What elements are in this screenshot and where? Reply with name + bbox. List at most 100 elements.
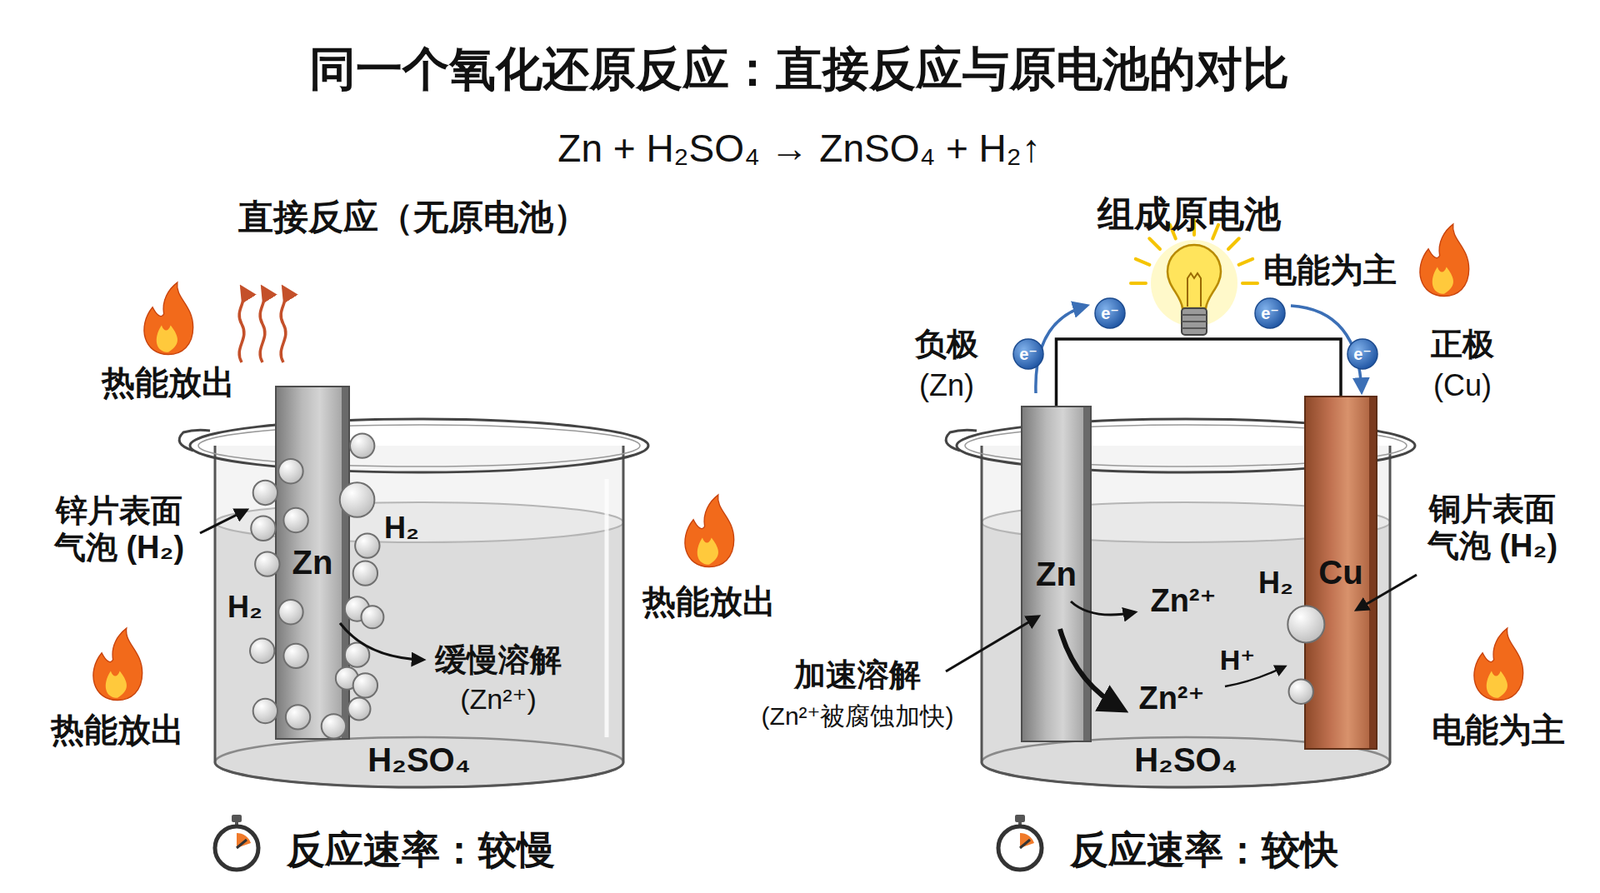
panel-heading: 直接反应（无原电池） (238, 197, 589, 238)
callout-label: 锌片表面 气泡 (H₂) (42, 493, 197, 566)
electrode-label: 正极 (1430, 326, 1495, 364)
electrode-label: (Zn) (919, 368, 975, 403)
heat-arrow (280, 287, 286, 363)
zinc-plate: Zn (1020, 405, 1092, 743)
circuit-wire (1056, 339, 1342, 406)
dissolve-arrow (340, 623, 424, 660)
flame-outer (1474, 628, 1524, 700)
ion-label: Zn²⁺ (1138, 680, 1205, 718)
gas-bubble (253, 480, 278, 505)
electron-dot (1255, 298, 1285, 329)
ion-label: Zn²⁺ (1150, 583, 1216, 620)
process-label: (Zn²⁺被腐蚀加快) (761, 702, 955, 732)
beaker-rim-inner (198, 425, 640, 467)
energy-label: 热能放出 (101, 363, 235, 402)
ion-label: (Zn²⁺) (460, 683, 537, 716)
glass-highlight (605, 479, 610, 738)
bulb-filament (1187, 273, 1201, 307)
gas-bubble (1287, 605, 1325, 643)
stopwatch-face (998, 826, 1042, 870)
flame-inner (1432, 266, 1454, 294)
electron-arrow (1035, 305, 1087, 394)
gas-bubble (250, 516, 275, 541)
gas-bubble (283, 644, 308, 669)
beaker-spout (179, 430, 210, 451)
electrode-label: Zn (292, 544, 334, 582)
bulb-thread (1181, 314, 1207, 316)
gas-bubble (350, 433, 375, 458)
gas-label: H₂ (227, 590, 263, 625)
panel-heading: 组成原电池 (1097, 193, 1281, 236)
heat-arrow (260, 287, 265, 363)
gas-bubble (285, 705, 310, 730)
bulb-ray (1242, 281, 1258, 285)
beaker-bottom (215, 737, 624, 788)
title: 同一个氧化还原反应：直接反应与原电池的对比 (309, 42, 1290, 96)
ion-label: H⁺ (1220, 644, 1256, 677)
beaker-spout (945, 430, 977, 451)
flame-icon (1420, 224, 1470, 296)
beaker-wall (1389, 445, 1392, 763)
electron-dot (1013, 339, 1044, 370)
bulb-base (1181, 308, 1207, 335)
flame-icon (1474, 628, 1524, 700)
gas-bubble (278, 600, 303, 625)
rate-label: 反应速率：较慢 (286, 828, 555, 873)
electron-arrow (1290, 305, 1362, 392)
heat-arrow (239, 287, 245, 363)
energy-label: 电能为主 (1263, 250, 1397, 290)
beaker-rim (190, 419, 649, 473)
electrode-label: Cu (1318, 554, 1363, 592)
stopwatch-face (215, 826, 259, 870)
flame-inner (1486, 670, 1508, 698)
gas-bubble (345, 642, 370, 667)
stopwatch-wedge (1020, 833, 1035, 849)
electrode-label: (Cu) (1433, 368, 1492, 403)
gas-bubble (255, 551, 280, 576)
stopwatch-icon (215, 815, 259, 870)
gas-bubble (283, 508, 308, 533)
stopwatch-wedge (236, 833, 251, 849)
bulb-ray (1149, 238, 1160, 250)
bulb-glass (1167, 245, 1221, 309)
electron-label: e⁻ (1100, 304, 1120, 324)
process-label: 缓慢溶解 (435, 642, 562, 680)
solution-label: H₂SO₄ (367, 741, 471, 780)
electrode-label: Zn (1035, 555, 1077, 594)
zinc-plate: Zn (275, 385, 350, 740)
process-label: 加速溶解 (794, 657, 921, 695)
flame-outer (1420, 224, 1470, 296)
gas-bubble (348, 698, 371, 721)
energy-label: 热能放出 (642, 582, 776, 621)
stopwatch-icon (998, 815, 1042, 870)
flame-inner (105, 670, 127, 698)
solution-label: H₂SO₄ (1134, 741, 1238, 780)
bulb-thread (1181, 320, 1207, 323)
flame-icon (144, 282, 194, 355)
gas-label: H₂ (1258, 565, 1294, 600)
gas-bubble (340, 482, 375, 518)
gas-bubble (1289, 680, 1314, 705)
gas-bubble (278, 459, 303, 484)
gas-bubble (360, 605, 384, 629)
gas-bubble (335, 667, 359, 690)
gas-bubble (355, 533, 380, 558)
leader-arrow (945, 616, 1039, 672)
copper-plate: Cu (1304, 395, 1378, 750)
stopwatch-stem (235, 821, 239, 826)
chemical-equation: Zn + H₂SO₄ → ZnSO₄ + H₂↑ (557, 126, 1040, 171)
leader-arrow (200, 510, 247, 534)
stopwatch-hand (236, 840, 247, 849)
stopwatch-stem (1018, 821, 1022, 826)
flame-inner (156, 325, 178, 352)
flame-icon (685, 495, 735, 567)
electron-dot (1095, 298, 1125, 329)
beaker-wall (980, 445, 984, 763)
rate-label: 反应速率：较快 (1070, 828, 1339, 873)
electron-dot (1347, 339, 1378, 370)
gas-label: H₂ (384, 510, 420, 545)
gas-bubble (345, 596, 370, 621)
bulb-ray (1239, 259, 1254, 265)
flame-inner (697, 537, 719, 565)
